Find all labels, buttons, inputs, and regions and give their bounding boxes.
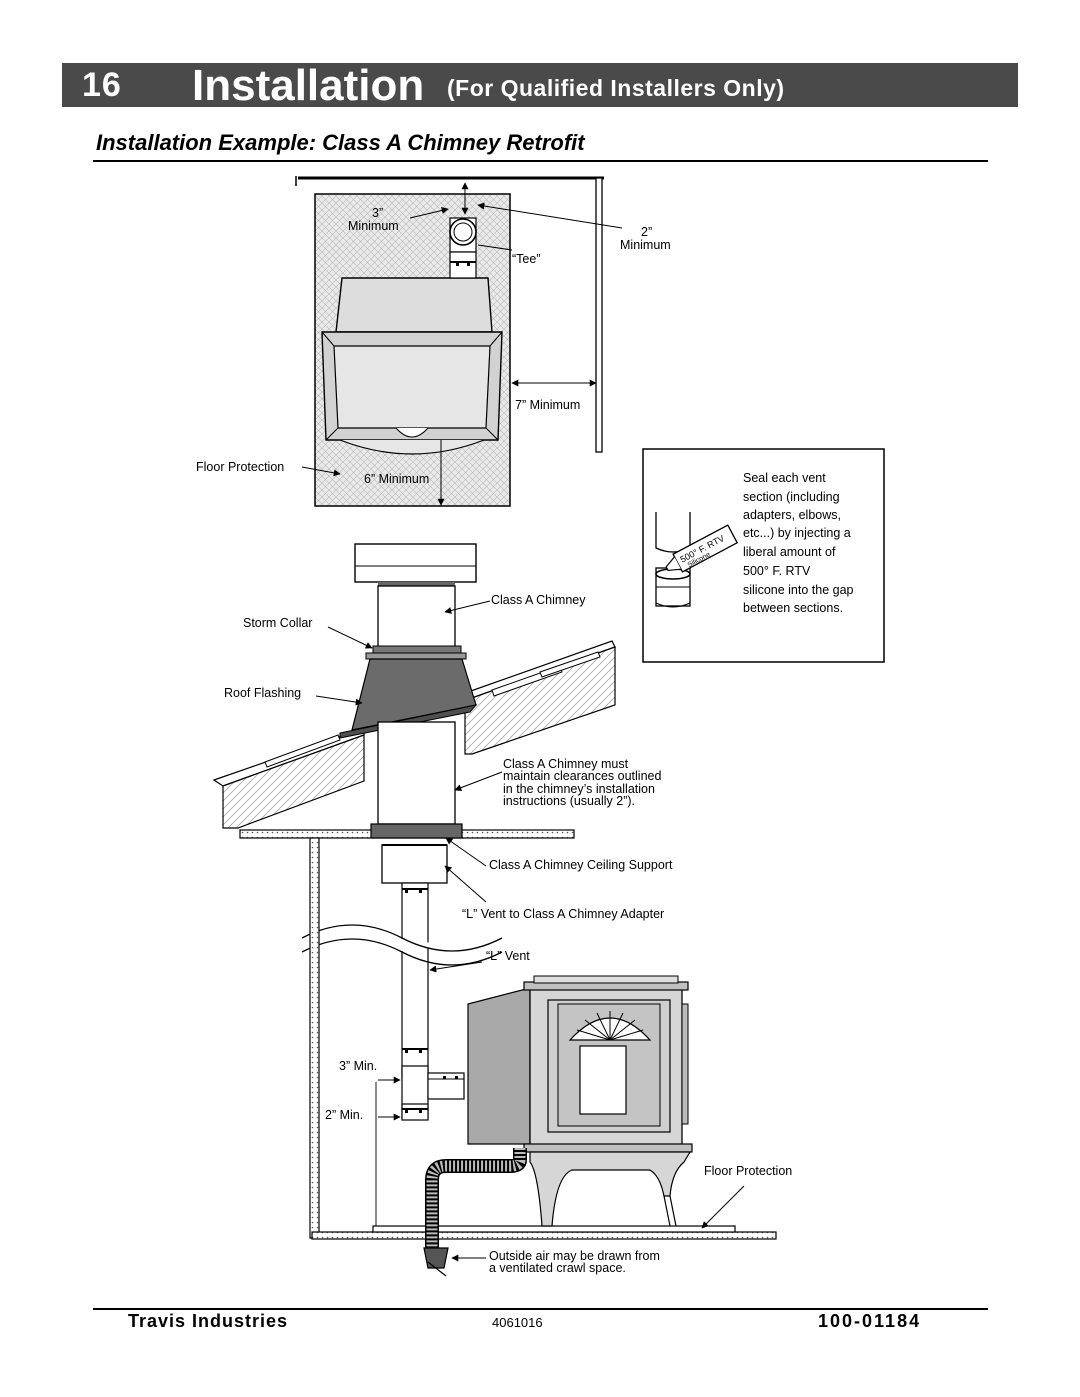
sealing-inset: 500° F. RTV Silicone Seal each vent sect… bbox=[642, 448, 885, 663]
section-rule bbox=[93, 160, 988, 162]
label-3-inch: 3” bbox=[372, 206, 383, 220]
label-storm-collar: Storm Collar bbox=[243, 616, 312, 630]
footer-doc-code: 4061016 bbox=[492, 1315, 543, 1330]
label-tee: “Tee” bbox=[512, 252, 540, 266]
label-class-a-chimney: Class A Chimney bbox=[491, 593, 586, 607]
outside-air-line-2: a ventilated crawl space. bbox=[489, 1261, 626, 1275]
header-bar: 16 Installation (For Qualified Installer… bbox=[62, 61, 1018, 110]
label-2-min: 2” Min. bbox=[325, 1108, 363, 1122]
inset-note-line-1: Seal each vent bbox=[743, 471, 826, 485]
inset-note-line-4: etc...) by injecting a bbox=[743, 526, 851, 540]
clearance-note-line-2: maintain clearances outlined bbox=[503, 769, 661, 783]
label-2-inch: 2” bbox=[641, 225, 652, 239]
label-7-minimum: 7” Minimum bbox=[515, 398, 580, 412]
side-view bbox=[212, 543, 777, 1277]
page-number: 16 bbox=[82, 66, 122, 104]
header-title: Installation bbox=[192, 61, 425, 110]
label-l-vent: “L” Vent bbox=[486, 949, 530, 963]
inset-note-line-8: between sections. bbox=[743, 601, 843, 615]
label-adapter: “L” Vent to Class A Chimney Adapter bbox=[462, 907, 664, 921]
label-roof-flashing: Roof Flashing bbox=[224, 686, 301, 700]
label-floor-protection-bottom: Floor Protection bbox=[704, 1164, 792, 1178]
label-3-min: 3” Min. bbox=[339, 1059, 377, 1073]
inset-note-line-5: liberal amount of bbox=[743, 545, 836, 559]
footer-part-number: 100-01184 bbox=[818, 1311, 922, 1331]
label-6-minimum: 6” Minimum bbox=[364, 472, 429, 486]
label-minimum-b: Minimum bbox=[620, 238, 671, 252]
outside-air-line-1: Outside air may be drawn from bbox=[489, 1249, 660, 1263]
inset-note-line-3: adapters, elbows, bbox=[743, 508, 841, 522]
clearance-note-line-1: Class A Chimney must bbox=[503, 757, 629, 771]
footer-company: Travis Industries bbox=[128, 1311, 289, 1331]
label-ceiling-support: Class A Chimney Ceiling Support bbox=[489, 858, 673, 872]
label-floor-protection-top: Floor Protection bbox=[196, 460, 284, 474]
inset-note-line-2: section (including bbox=[743, 490, 840, 504]
header-subtitle: (For Qualified Installers Only) bbox=[447, 75, 785, 101]
clearance-note-line-3: in the chimney’s installation bbox=[503, 782, 655, 796]
clearance-note-line-4: instructions (usually 2”). bbox=[503, 794, 635, 808]
inset-note-line-6: 500° F. RTV bbox=[743, 564, 811, 578]
label-minimum-a: Minimum bbox=[348, 219, 399, 233]
inset-note-line-7: silicone into the gap bbox=[743, 583, 854, 597]
footer-rule bbox=[93, 1308, 988, 1310]
section-title: Installation Example: Class A Chimney Re… bbox=[96, 130, 585, 155]
top-view bbox=[295, 176, 623, 507]
